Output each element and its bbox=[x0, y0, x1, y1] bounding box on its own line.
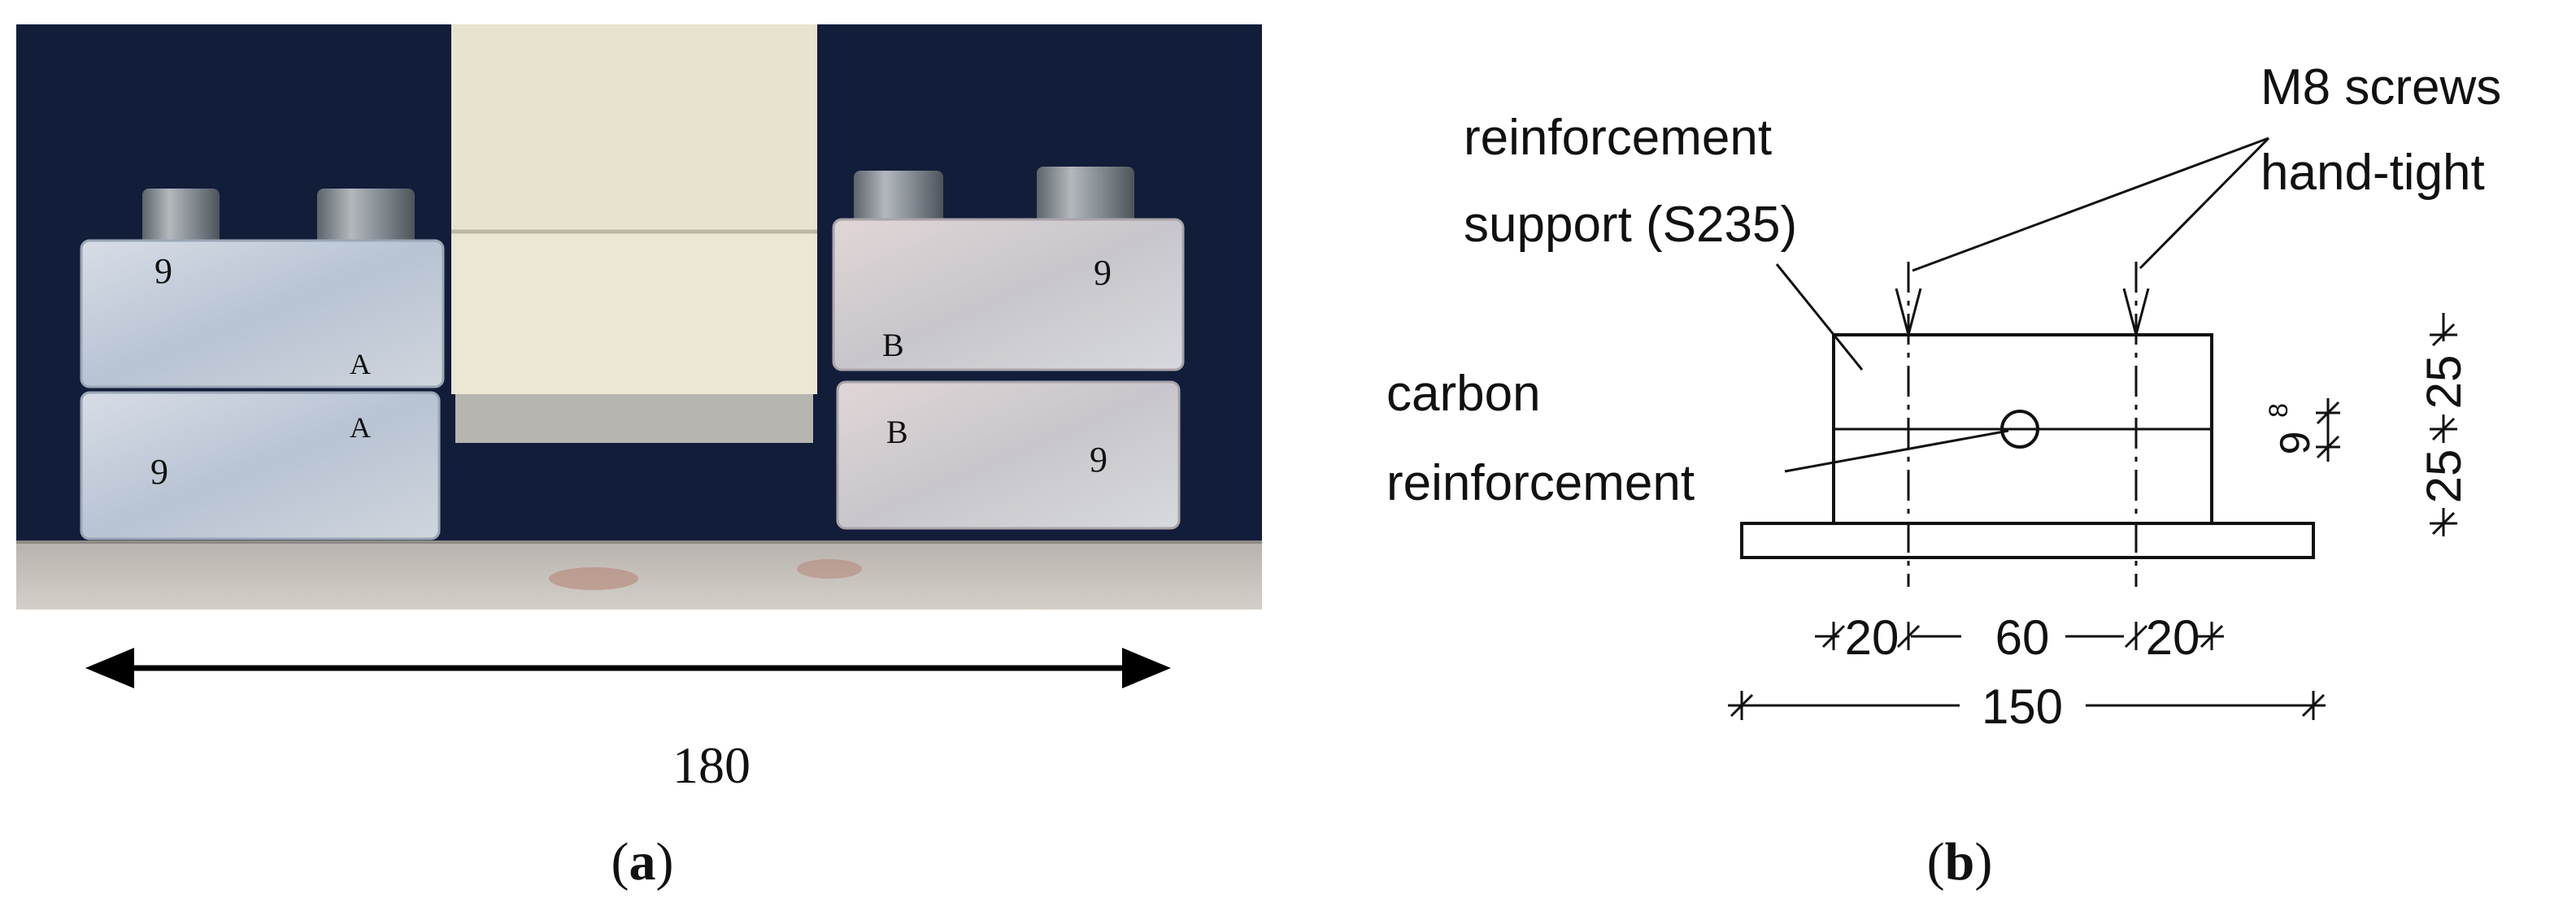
dimension-bar-diameter bbox=[2316, 398, 2340, 462]
dimension-20-left: 20 bbox=[1845, 610, 1899, 665]
dimension-bar-diameter-value: 9 bbox=[2272, 432, 2319, 455]
bolt-right-2 bbox=[1037, 167, 1134, 228]
block-mark: 9 bbox=[150, 452, 168, 492]
panel-a: 9 A 9 A B 9 B 9 180 (a) bbox=[16, 24, 1262, 892]
leader-screw-right bbox=[2139, 137, 2270, 270]
block-mark: A bbox=[350, 411, 371, 444]
steel-block-right-lower bbox=[836, 380, 1181, 530]
screw-arrow-right bbox=[2122, 288, 2150, 340]
label-carbon-line2: reinforcement bbox=[1386, 455, 1695, 511]
rust-stain bbox=[549, 567, 638, 590]
label-reinforcement-support-line2: support (S235) bbox=[1464, 197, 1797, 253]
dimension-bar-diameter-superscript: 8 bbox=[2264, 403, 2293, 418]
dimension-20-right: 20 bbox=[2146, 610, 2200, 665]
base-plate-section bbox=[1740, 522, 2315, 559]
concrete-specimen-lower bbox=[451, 232, 817, 394]
bolt-left-1 bbox=[142, 189, 220, 245]
bolt-right-1 bbox=[854, 171, 943, 228]
block-mark: 9 bbox=[154, 251, 172, 291]
dimension-row-top bbox=[1815, 622, 2224, 650]
dimension-25-upper: 25 bbox=[2417, 355, 2471, 410]
steel-block-right-upper bbox=[832, 218, 1185, 371]
leader-screw-left bbox=[1912, 137, 2269, 272]
dimension-150: 150 bbox=[1982, 679, 2063, 734]
block-mark: 9 bbox=[1090, 440, 1107, 480]
dimension-arrow-180 bbox=[85, 648, 1171, 688]
steel-block-left-lower bbox=[80, 391, 441, 540]
label-carbon-line1: carbon bbox=[1386, 366, 1541, 422]
block-mark: B bbox=[886, 414, 908, 450]
panel-b: reinforcement support (S235) M8 screws h… bbox=[1386, 59, 2501, 892]
label-reinforcement-support-line1: reinforcement bbox=[1464, 110, 1772, 166]
dimension-25-lower: 25 bbox=[2417, 449, 2471, 504]
leader-carbon bbox=[1784, 429, 2009, 473]
rust-stain bbox=[797, 559, 862, 579]
dimension-row-bottom bbox=[1728, 691, 2326, 720]
block-mark: A bbox=[350, 348, 371, 380]
caption-b: (b) bbox=[1927, 832, 1993, 892]
dimension-60: 60 bbox=[1995, 610, 2050, 665]
label-screws-line2: hand-tight bbox=[2261, 145, 2485, 201]
base-plate bbox=[16, 540, 1262, 610]
caption-a: (a) bbox=[611, 832, 674, 892]
bolt-left-2 bbox=[317, 189, 415, 245]
screw-arrow-left bbox=[1895, 288, 1922, 340]
dimension-label-180: 180 bbox=[672, 736, 751, 794]
leader-support bbox=[1775, 263, 1864, 371]
photo: 9 A 9 A B 9 B 9 bbox=[16, 24, 1262, 610]
block-mark: 9 bbox=[1094, 253, 1112, 293]
steel-block-left-upper bbox=[80, 239, 445, 388]
adhesive-layer bbox=[455, 394, 813, 443]
label-screws-line1: M8 screws bbox=[2261, 59, 2501, 115]
block-mark: B bbox=[882, 327, 904, 363]
dimension-vertical-heights bbox=[2430, 313, 2457, 536]
carbon-reinforcement-bar bbox=[2000, 410, 2039, 449]
